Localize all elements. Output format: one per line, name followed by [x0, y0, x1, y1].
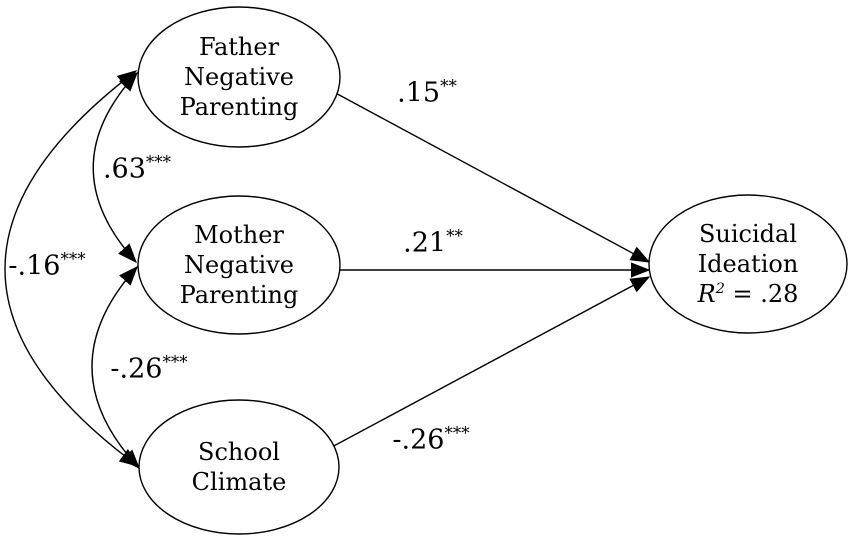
- correlation-coefficient-father-school: -.16***: [8, 248, 86, 282]
- node-ellipse-school: [138, 399, 340, 535]
- r-squared-exponent: 2: [715, 281, 725, 297]
- path-coefficient-mother-suicidal: .21**: [403, 225, 463, 259]
- coefficient-value: .21: [403, 227, 447, 259]
- coefficient-value: -.26: [110, 353, 163, 385]
- node-label-line: School: [198, 438, 280, 466]
- coefficient-value: -.16: [8, 250, 61, 282]
- node-label-line: Climate: [191, 468, 287, 496]
- path-coefficient-father-suicidal: .15**: [397, 75, 457, 109]
- correlation-arrow-mother-school: [91, 265, 140, 470]
- path-arrow-father-suicidal: [329, 89, 651, 263]
- node-label-line: Parenting: [179, 93, 299, 121]
- r-squared-symbol: R: [697, 280, 716, 308]
- node-ellipse-suicidal: [648, 194, 848, 334]
- node-label-line: Negative: [184, 251, 294, 279]
- node-label-line: Ideation: [697, 250, 799, 278]
- path-coefficient-school-suicidal: -.26***: [392, 422, 470, 456]
- node-label-line: Mother: [194, 221, 284, 249]
- significance-stars: ***: [444, 422, 470, 443]
- path-arrow-school-suicidal: [329, 276, 651, 449]
- node-father-negative-parenting: Father Negative Parenting: [138, 7, 340, 147]
- node-mother-negative-parenting: Mother Negative Parenting: [138, 196, 340, 334]
- significance-stars: ***: [162, 351, 188, 372]
- coefficient-value: .63: [102, 153, 146, 185]
- r-squared-value: = .28: [724, 280, 799, 308]
- node-label-line: Father: [198, 33, 280, 61]
- node-label-line: Negative: [184, 63, 294, 91]
- coefficient-value: .15: [397, 77, 441, 109]
- correlation-coefficient-mother-school: -.26***: [110, 351, 188, 385]
- significance-stars: ***: [145, 151, 172, 172]
- significance-stars: **: [440, 75, 457, 96]
- significance-stars: **: [446, 225, 463, 246]
- correlation-coefficient-father-mother: .63***: [102, 151, 172, 185]
- node-ellipse-mother: [137, 195, 341, 335]
- node-suicidal-ideation: Suicidal Ideation R2 = .28: [649, 195, 847, 333]
- correlation-arrow-father-school: [4, 70, 140, 467]
- node-label-line: Parenting: [179, 281, 299, 309]
- node-school-climate: School Climate: [139, 400, 339, 534]
- significance-stars: ***: [60, 248, 86, 269]
- node-label-line: Suicidal: [698, 220, 798, 248]
- node-ellipse-father: [137, 6, 341, 148]
- r-squared-label: R2 = .28: [698, 279, 799, 309]
- coefficient-value: -.26: [392, 424, 445, 456]
